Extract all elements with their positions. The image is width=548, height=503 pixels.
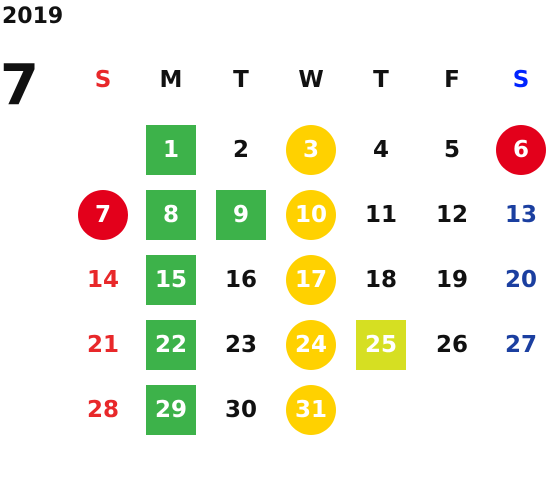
day-7[interactable]: 7 (78, 190, 128, 240)
day-11[interactable]: 11 (364, 202, 397, 228)
day-30[interactable]: 30 (224, 397, 257, 423)
day-26[interactable]: 26 (435, 332, 468, 358)
day-18[interactable]: 18 (364, 267, 397, 293)
day-12[interactable]: 12 (435, 202, 468, 228)
day-14[interactable]: 14 (86, 267, 119, 293)
weekday-header-saturday: S (512, 67, 530, 93)
day-6[interactable]: 6 (496, 125, 546, 175)
weekday-header-friday: F (444, 67, 460, 93)
weekday-header-tuesday: T (233, 67, 249, 93)
weekday-header-monday: M (159, 67, 183, 93)
day-17[interactable]: 17 (286, 255, 336, 305)
day-10[interactable]: 10 (286, 190, 336, 240)
day-27[interactable]: 27 (504, 332, 537, 358)
calendar-year: 2019 (2, 4, 64, 29)
day-9[interactable]: 9 (216, 190, 266, 240)
day-24[interactable]: 24 (286, 320, 336, 370)
day-16[interactable]: 16 (224, 267, 257, 293)
day-21[interactable]: 21 (86, 332, 119, 358)
day-15[interactable]: 15 (146, 255, 196, 305)
day-2[interactable]: 2 (232, 137, 249, 163)
day-5[interactable]: 5 (443, 137, 460, 163)
day-4[interactable]: 4 (372, 137, 389, 163)
weekday-header-thursday: T (373, 67, 389, 93)
day-13[interactable]: 13 (504, 202, 537, 228)
day-8[interactable]: 8 (146, 190, 196, 240)
day-28[interactable]: 28 (86, 397, 119, 423)
weekday-header-sunday: S (94, 67, 112, 93)
day-20[interactable]: 20 (504, 267, 537, 293)
day-22[interactable]: 22 (146, 320, 196, 370)
day-19[interactable]: 19 (435, 267, 468, 293)
day-3[interactable]: 3 (286, 125, 336, 175)
day-1[interactable]: 1 (146, 125, 196, 175)
day-23[interactable]: 23 (224, 332, 257, 358)
calendar-month: 7 (0, 53, 39, 118)
weekday-header-wednesday: W (298, 67, 324, 93)
day-25[interactable]: 25 (356, 320, 406, 370)
day-31[interactable]: 31 (286, 385, 336, 435)
day-29[interactable]: 29 (146, 385, 196, 435)
